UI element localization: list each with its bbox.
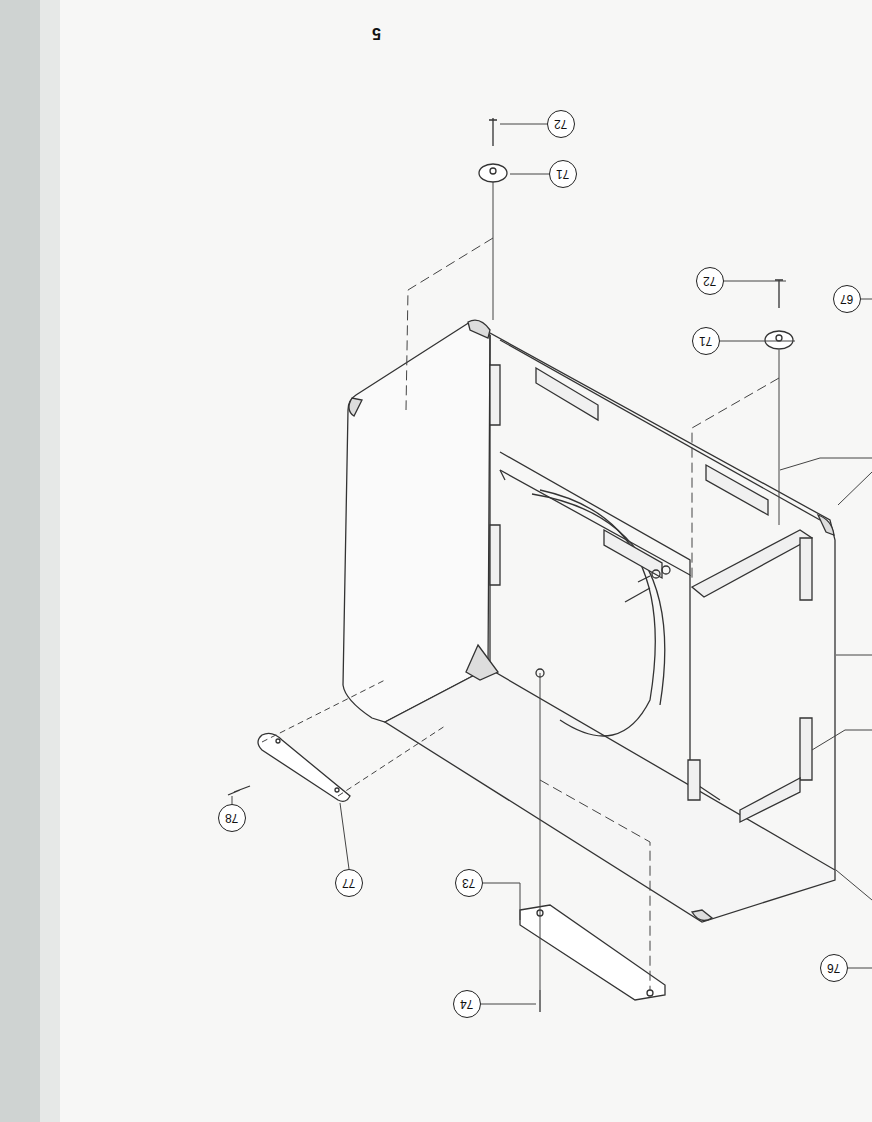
callout-text: 67 <box>840 292 853 306</box>
callout-text: 71 <box>556 167 569 181</box>
callout-number: 77 <box>335 869 363 897</box>
cabinet-outline <box>228 118 835 1012</box>
callout-number: 67 <box>833 285 861 313</box>
callout-number: 71 <box>549 160 577 188</box>
callout-text: 72 <box>703 274 716 288</box>
callout-number: 74 <box>453 990 481 1018</box>
callout-text: 76 <box>827 961 840 975</box>
callout-number: 78 <box>218 804 246 832</box>
callout-number: 71 <box>692 327 720 355</box>
scan-edge <box>40 0 60 1122</box>
page-number: 5 <box>372 24 381 42</box>
callout-text: 72 <box>554 117 567 131</box>
callout-number: 73 <box>455 869 483 897</box>
callout-number: 72 <box>547 110 575 138</box>
callout-text: 71 <box>699 334 712 348</box>
callout-number: 72 <box>696 267 724 295</box>
leader-lines <box>232 124 872 1004</box>
callout-number: 76 <box>820 954 848 982</box>
callout-text: 77 <box>342 876 355 890</box>
callout-text: 78 <box>225 811 238 825</box>
callout-text: 73 <box>462 876 475 890</box>
callout-text: 74 <box>460 997 473 1011</box>
scan-edge <box>0 0 40 1122</box>
